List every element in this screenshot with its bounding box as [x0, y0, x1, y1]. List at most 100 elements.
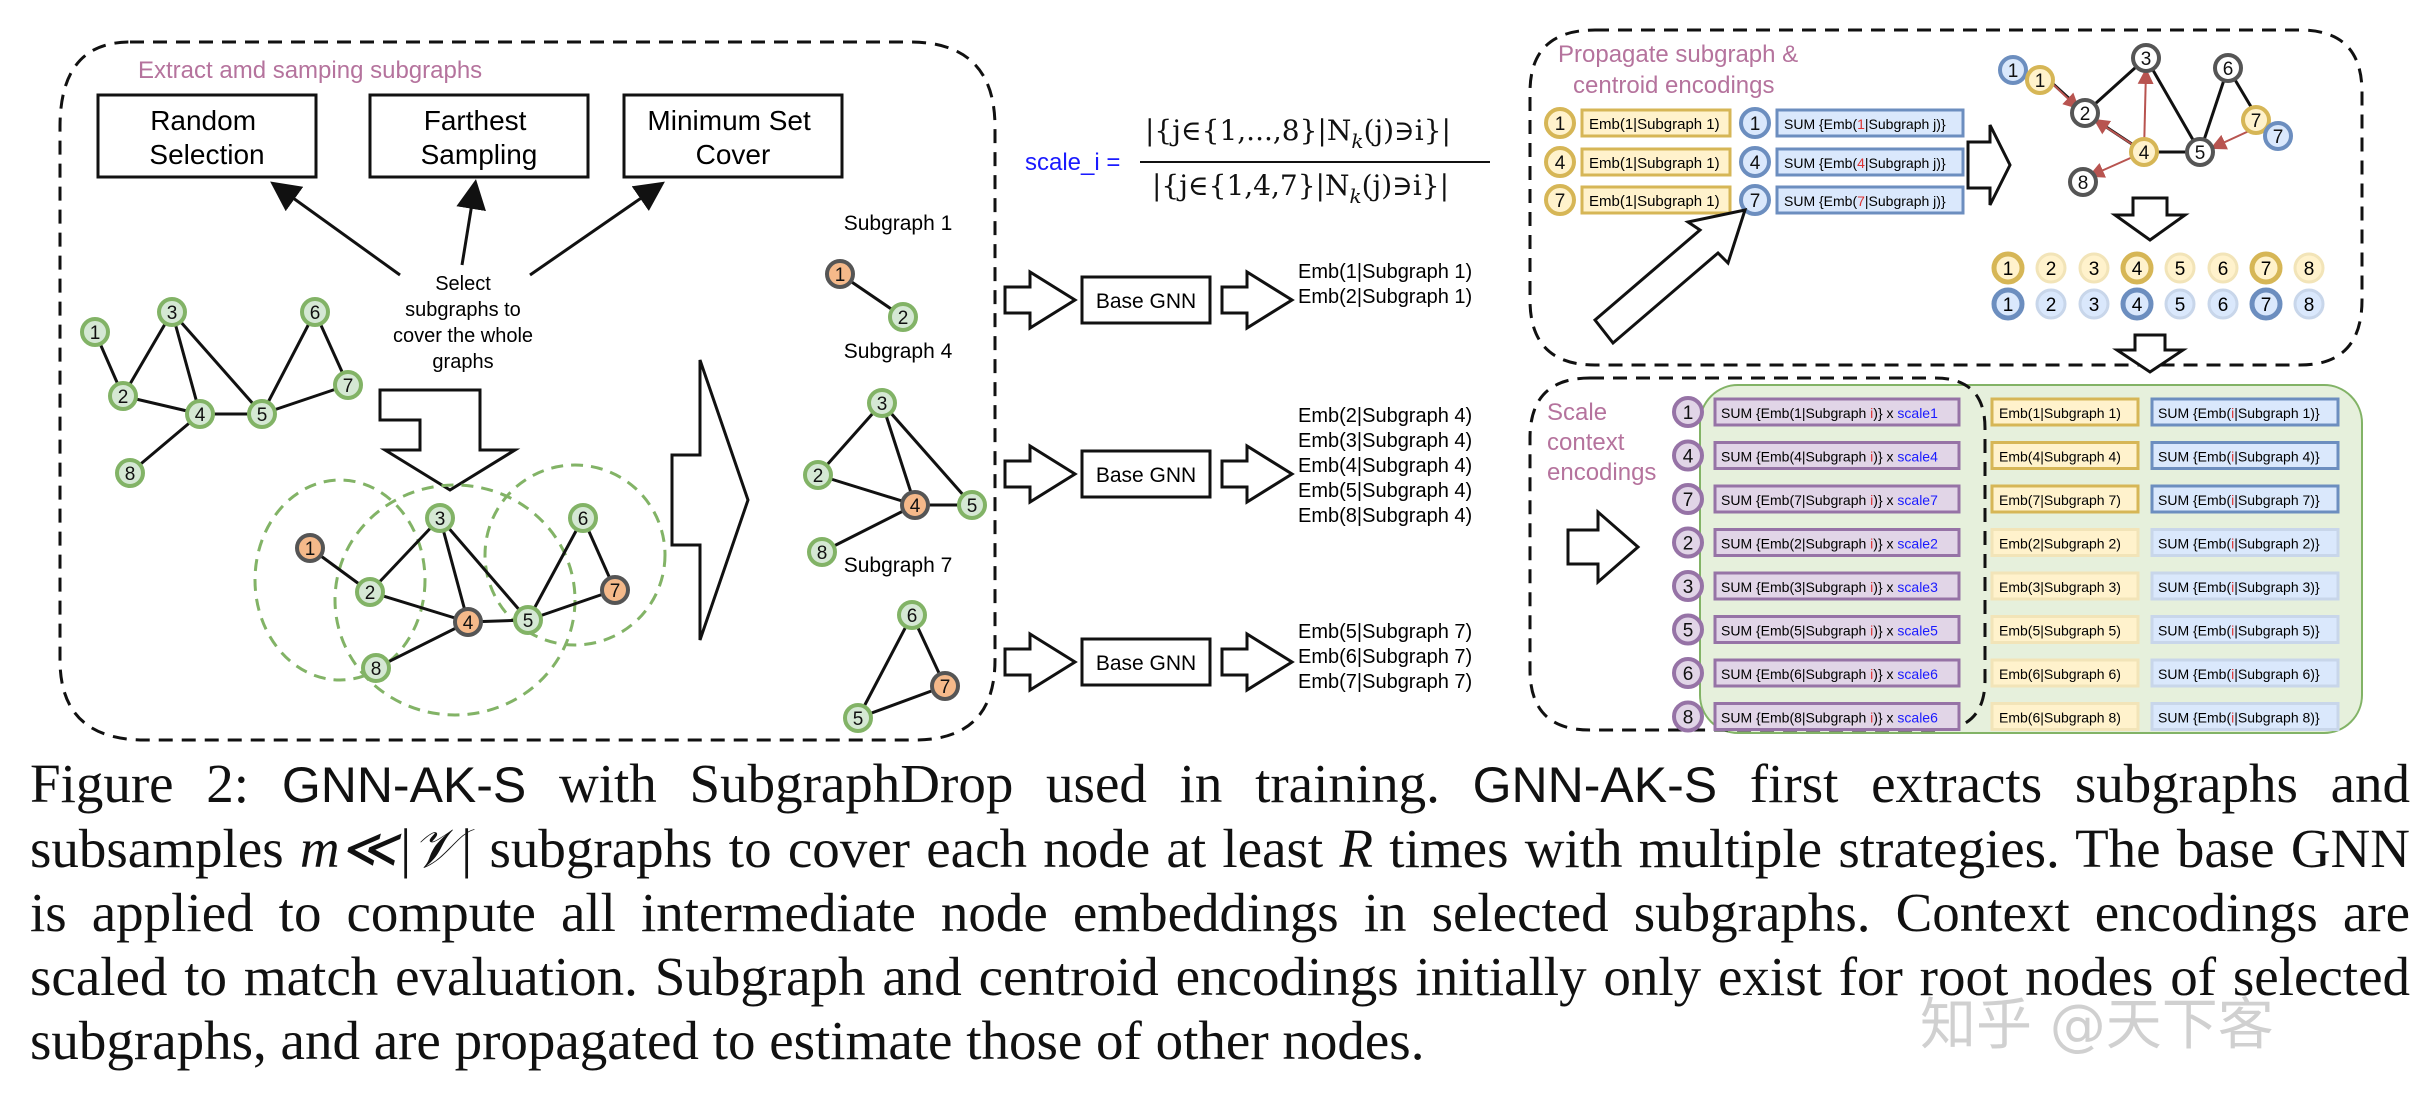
svg-text:3: 3 — [2141, 49, 2152, 70]
propagate-panel: Propagate subgraph & centroid encodings … — [1528, 28, 2364, 374]
base-gnn-label: Base GNN — [1096, 290, 1196, 313]
caption-text-2: first extracts subgraphs and subsamples — [30, 753, 2410, 879]
svg-text:6: 6 — [310, 303, 321, 324]
svg-text:1: 1 — [2003, 295, 2014, 316]
svg-text:5: 5 — [853, 709, 864, 730]
svg-text:6: 6 — [2218, 295, 2229, 316]
subgraph-sum: SUM {Emb(i|Subgraph 8)} — [2158, 710, 2320, 726]
svg-text:2: 2 — [2046, 259, 2057, 280]
svg-text:3: 3 — [167, 303, 178, 324]
scale-formula: scale_i = |{j∈{1,...,8}|Nk(j)∋i}| |{j∈{1… — [1025, 114, 1490, 208]
node-1: 1 — [825, 259, 855, 289]
min-set-cover-label: Minimum Set Cover — [647, 105, 818, 170]
svg-text:5: 5 — [2195, 143, 2206, 164]
centroid-emb: Emb(1|Subgraph 1) — [1589, 155, 1720, 172]
centroid-emb: Emb(1|Subgraph 1) — [1589, 116, 1720, 133]
grid-blue-4: 4 — [2120, 287, 2154, 321]
node-3: 3 — [867, 388, 897, 418]
svg-text:4: 4 — [1750, 153, 1761, 174]
node-5: 5 — [957, 490, 987, 520]
emb-output: Emb(4|Subgraph 4) — [1298, 455, 1472, 477]
node-5: 5 — [247, 399, 277, 429]
centroid-emb: Emb(7|Subgraph 7) — [1999, 492, 2121, 508]
node-1: 1 — [1544, 107, 1576, 139]
svg-text:1: 1 — [90, 323, 101, 344]
down-arrow-small — [2110, 196, 2190, 242]
emb-output: Emb(2|Subgraph 4) — [1298, 405, 1472, 427]
propagate-title: Propagate subgraph & centroid encodings — [1558, 41, 1805, 99]
grid-blue-6: 6 — [2207, 288, 2239, 320]
centroid-emb: Emb(5|Subgraph 5) — [1999, 623, 2121, 639]
node-7: 7 — [930, 671, 960, 701]
svg-text:1: 1 — [305, 539, 316, 560]
svg-text:7: 7 — [2261, 259, 2272, 280]
svg-text:3: 3 — [2089, 259, 2100, 280]
svg-text:7: 7 — [1555, 191, 1566, 212]
grid-yellow-7: 7 — [2249, 251, 2283, 285]
down-arrow-to-scale — [2112, 333, 2188, 374]
node-7: 7 — [2241, 105, 2271, 135]
svg-text:2: 2 — [2046, 295, 2057, 316]
grid-blue-2: 2 — [2035, 288, 2067, 320]
node-6: 6 — [897, 600, 927, 630]
grid-yellow-1: 1 — [1991, 251, 2025, 285]
scaled-context: SUM {Emb(8|Subgraph i)} x scale6 — [1721, 710, 1938, 726]
svg-text:4: 4 — [463, 613, 474, 634]
svg-text:2: 2 — [813, 466, 824, 487]
node-6: 6 — [2213, 53, 2243, 83]
grid-blue-3: 3 — [2078, 288, 2110, 320]
svg-text:7: 7 — [1750, 191, 1761, 212]
svg-text:6: 6 — [2218, 259, 2229, 280]
node-2: 2 — [108, 381, 138, 411]
svg-text:4: 4 — [1555, 153, 1566, 174]
svg-text:3: 3 — [435, 509, 446, 530]
svg-text:8: 8 — [2304, 295, 2315, 316]
node-3: 3 — [157, 297, 187, 327]
svg-text:4: 4 — [910, 496, 921, 517]
emb-output: Emb(5|Subgraph 4) — [1298, 480, 1472, 502]
svg-text:4: 4 — [1683, 447, 1694, 468]
propagate-right-arrow — [1966, 124, 2012, 206]
svg-text:5: 5 — [257, 405, 268, 426]
node-1: 1 — [80, 317, 110, 347]
svg-text:4: 4 — [2132, 259, 2143, 280]
node-5: 5 — [513, 605, 543, 635]
node-1: 1 — [1672, 396, 1704, 428]
caption-text-1: with SubgraphDrop used in training. — [526, 753, 1473, 814]
node-7: 7 — [1739, 184, 1771, 216]
random-selection-box — [96, 93, 318, 179]
svg-text:7: 7 — [2273, 127, 2284, 148]
svg-text:1: 1 — [2008, 61, 2019, 82]
scaled-context: SUM {Emb(5|Subgraph i)} x scale5 — [1721, 623, 1938, 639]
node-6: 6 — [1672, 657, 1704, 689]
node-1: 1 — [2025, 65, 2055, 95]
subgraph-sum: SUM {Emb(7|Subgraph j)} — [1784, 193, 1946, 209]
svg-text:5: 5 — [967, 496, 978, 517]
svg-text:8: 8 — [2304, 259, 2315, 280]
node-4: 4 — [2129, 137, 2159, 167]
node-5: 5 — [2185, 137, 2215, 167]
scaled-context: SUM {Emb(3|Subgraph i)} x scale3 — [1721, 579, 1938, 595]
grid-yellow-4: 4 — [2120, 251, 2154, 285]
node-4: 4 — [900, 490, 930, 520]
caption-model-name-2: GNN-AK-S — [1472, 757, 1718, 813]
subgraph-title: Subgraph 4 — [844, 340, 953, 363]
svg-text:4: 4 — [2139, 143, 2150, 164]
grid-yellow-8: 8 — [2293, 252, 2325, 284]
figure-diagram: Extract amd samping subgraphs Random Sel… — [58, 28, 2364, 742]
svg-text:2: 2 — [365, 583, 376, 604]
svg-text:8: 8 — [817, 543, 828, 564]
